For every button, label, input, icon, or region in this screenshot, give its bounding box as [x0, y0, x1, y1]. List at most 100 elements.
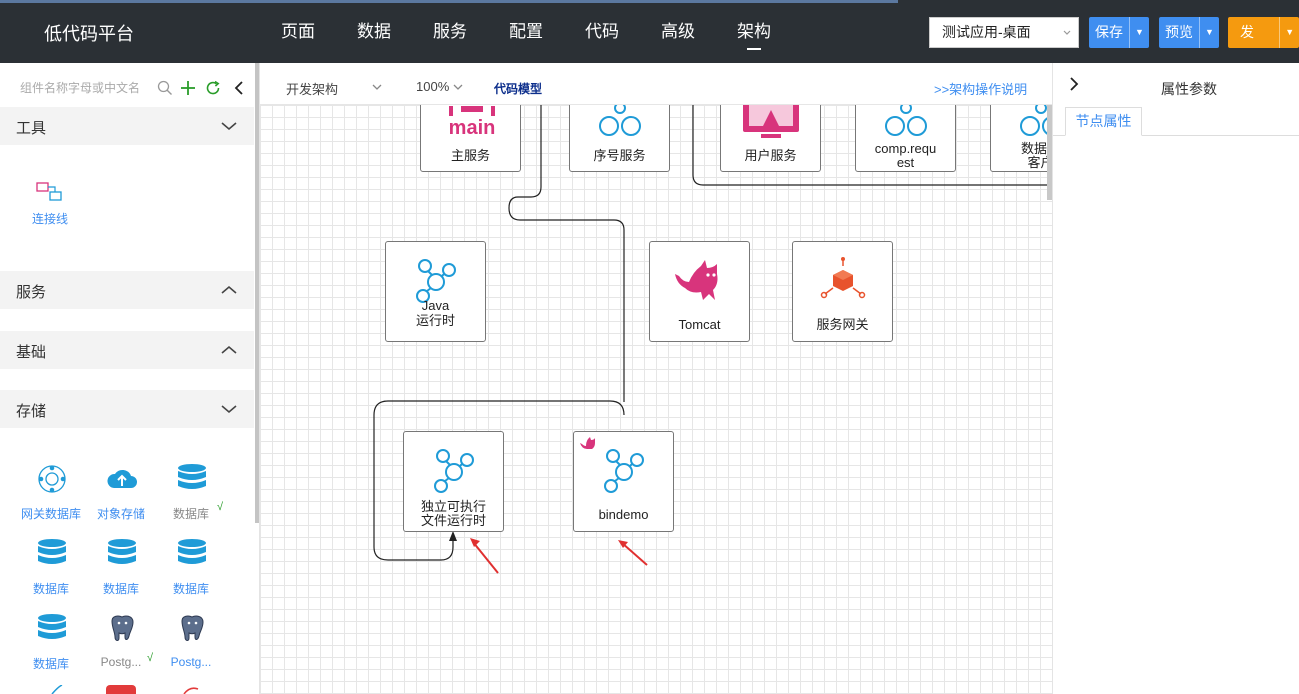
collapse-right-icon[interactable] — [1069, 77, 1079, 91]
nav-services[interactable]: 服务 — [433, 22, 467, 41]
storage-item-partial-icon — [51, 685, 63, 694]
publish-button[interactable]: 发布 — [1240, 24, 1254, 40]
app-select-value: 测试应用-桌面 — [942, 24, 1031, 40]
service-node-icon — [885, 105, 927, 136]
publish-dropdown-button[interactable]: ▼ — [1279, 17, 1299, 48]
storage-item-label: 数据库 — [32, 657, 69, 671]
storage-item-postgres[interactable]: Postg... — [156, 613, 226, 673]
database-icon — [178, 539, 206, 564]
node-user-service[interactable]: 用户服务 — [720, 105, 821, 172]
component-search-input[interactable] — [20, 77, 152, 99]
arrowhead-icon — [449, 531, 457, 541]
preview-dropdown-button[interactable]: ▼ — [1199, 17, 1219, 48]
storage-item-partial-icon — [106, 685, 136, 694]
storage-item-database[interactable]: 数据库 — [156, 538, 226, 598]
zoom-select[interactable]: 100% — [416, 79, 450, 94]
storage-item-label: Postg... — [170, 655, 212, 669]
architecture-canvas[interactable]: main 主服务 序号服务 用户服务 comp.requ est — [260, 105, 1052, 694]
nav-config[interactable]: 配置 — [509, 22, 543, 41]
chevron-down-icon — [1062, 18, 1072, 59]
node-label-line1: 独立可执行 — [420, 499, 486, 514]
node-comp-request[interactable]: comp.requ est — [855, 105, 956, 172]
main-service-icon: main — [449, 106, 496, 138]
nav-architecture[interactable]: 架构 — [716, 0, 792, 63]
architecture-help-link[interactable]: >>架构操作说明 — [934, 82, 1028, 97]
node-label-line2: 客户 — [1027, 155, 1052, 170]
node-sequence-service[interactable]: 序号服务 — [569, 105, 670, 172]
chevron-up-icon — [221, 285, 237, 294]
section-storage-title: 存储 — [16, 403, 47, 420]
nav-pages[interactable]: 页面 — [281, 22, 315, 41]
search-icon[interactable] — [157, 80, 173, 96]
storage-item-database[interactable]: 数据库 — [16, 613, 86, 673]
add-icon[interactable] — [180, 80, 196, 96]
node-bindemo[interactable]: bindemo — [573, 431, 674, 532]
properties-panel: 属性参数 节点属性 — [1052, 63, 1299, 694]
node-label-line1: comp.requ — [874, 141, 937, 156]
node-database-client[interactable]: 数据库 客户 — [990, 105, 1052, 172]
storage-item-label: 网关数据库 — [20, 507, 81, 521]
tomcat-icon — [675, 260, 718, 300]
node-standalone-runtime[interactable]: 独立可执行 文件运行时 — [403, 431, 504, 532]
node-tomcat[interactable]: Tomcat — [649, 241, 750, 342]
canvas-toolbar: 开发架构 100% 代码模型 >>架构操作说明 — [260, 63, 1052, 105]
storage-item-database[interactable]: 数据库 — [86, 538, 156, 598]
app-select[interactable]: 测试应用-桌面 — [929, 17, 1079, 48]
node-label-line1: Java — [421, 298, 450, 313]
storage-item-database[interactable]: 数据库 — [16, 538, 86, 598]
canvas-scrollbar[interactable] — [1047, 105, 1052, 200]
storage-item-database[interactable]: 数据库 — [156, 463, 226, 523]
refresh-icon[interactable] — [205, 80, 221, 96]
service-node-icon — [416, 259, 456, 303]
postgres-icon — [181, 615, 204, 641]
node-java-runtime[interactable]: Java 运行时 — [385, 241, 486, 342]
node-service-gateway[interactable]: 服务网关 — [792, 241, 893, 342]
database-icon — [178, 464, 206, 489]
storage-item-label: Postg... — [100, 655, 142, 669]
save-dropdown-button[interactable]: ▼ — [1129, 17, 1149, 48]
save-button-group: 保存 ▼ — [1089, 17, 1149, 48]
node-label: Tomcat — [678, 317, 721, 332]
annotation-arrowhead-icon — [618, 540, 628, 548]
nav-data[interactable]: 数据 — [357, 22, 391, 41]
connection-line[interactable] — [692, 105, 1052, 186]
cloud-upload-icon — [107, 469, 137, 488]
preview-button[interactable]: 预览 — [1165, 24, 1193, 40]
selected-check-mark: √ — [147, 652, 154, 664]
publish-button-group: 发布 ▼ — [1228, 17, 1299, 48]
nav-advanced[interactable]: 高级 — [661, 22, 695, 41]
tab-node-properties[interactable]: 节点属性 — [1065, 107, 1142, 136]
collapse-left-icon[interactable] — [233, 80, 245, 96]
annotation-arrowhead-icon — [470, 538, 480, 547]
code-model-link[interactable]: 代码模型 — [494, 82, 543, 96]
chevron-down-icon[interactable] — [372, 83, 382, 91]
chevron-down-icon[interactable] — [453, 83, 463, 91]
storage-item-gateway-db[interactable]: 网关数据库 — [16, 463, 86, 523]
storage-item-object-storage[interactable]: 对象存储 — [86, 463, 156, 523]
storage-item-postgres[interactable]: Postg... — [86, 613, 156, 673]
section-storage-header[interactable]: 存储 — [0, 390, 254, 428]
user-monitor-icon — [743, 105, 799, 138]
main-logo-text: main — [449, 117, 496, 138]
mode-select[interactable]: 开发架构 — [286, 82, 339, 97]
nav-code[interactable]: 代码 — [585, 22, 619, 41]
save-button[interactable]: 保存 — [1095, 24, 1123, 40]
main-nav: 页面 数据 服务 配置 代码 高级 架构 — [260, 0, 792, 63]
top-bar: 低代码平台 页面 数据 服务 配置 代码 高级 架构 测试应用-桌面 保存 ▼ … — [0, 0, 1299, 63]
connection-line[interactable] — [373, 400, 625, 561]
database-icon — [38, 539, 66, 564]
tool-connector[interactable]: 连接线 — [26, 181, 74, 227]
connection-line[interactable] — [508, 105, 625, 402]
section-tools-header[interactable]: 工具 — [0, 107, 254, 145]
tab-divider — [1053, 135, 1299, 136]
node-main-service[interactable]: main 主服务 — [420, 105, 521, 172]
storage-item-label: 数据库 — [172, 507, 209, 521]
section-basics-header[interactable]: 基础 — [0, 331, 254, 369]
section-services-header[interactable]: 服务 — [0, 271, 254, 309]
database-icon — [38, 614, 66, 639]
top-progress-strip — [0, 0, 898, 3]
sidebar-scrollbar[interactable] — [255, 63, 259, 523]
node-label-line1: 数据库 — [1020, 141, 1052, 156]
selected-check-mark: √ — [217, 501, 224, 513]
connection-lines — [373, 105, 1052, 574]
